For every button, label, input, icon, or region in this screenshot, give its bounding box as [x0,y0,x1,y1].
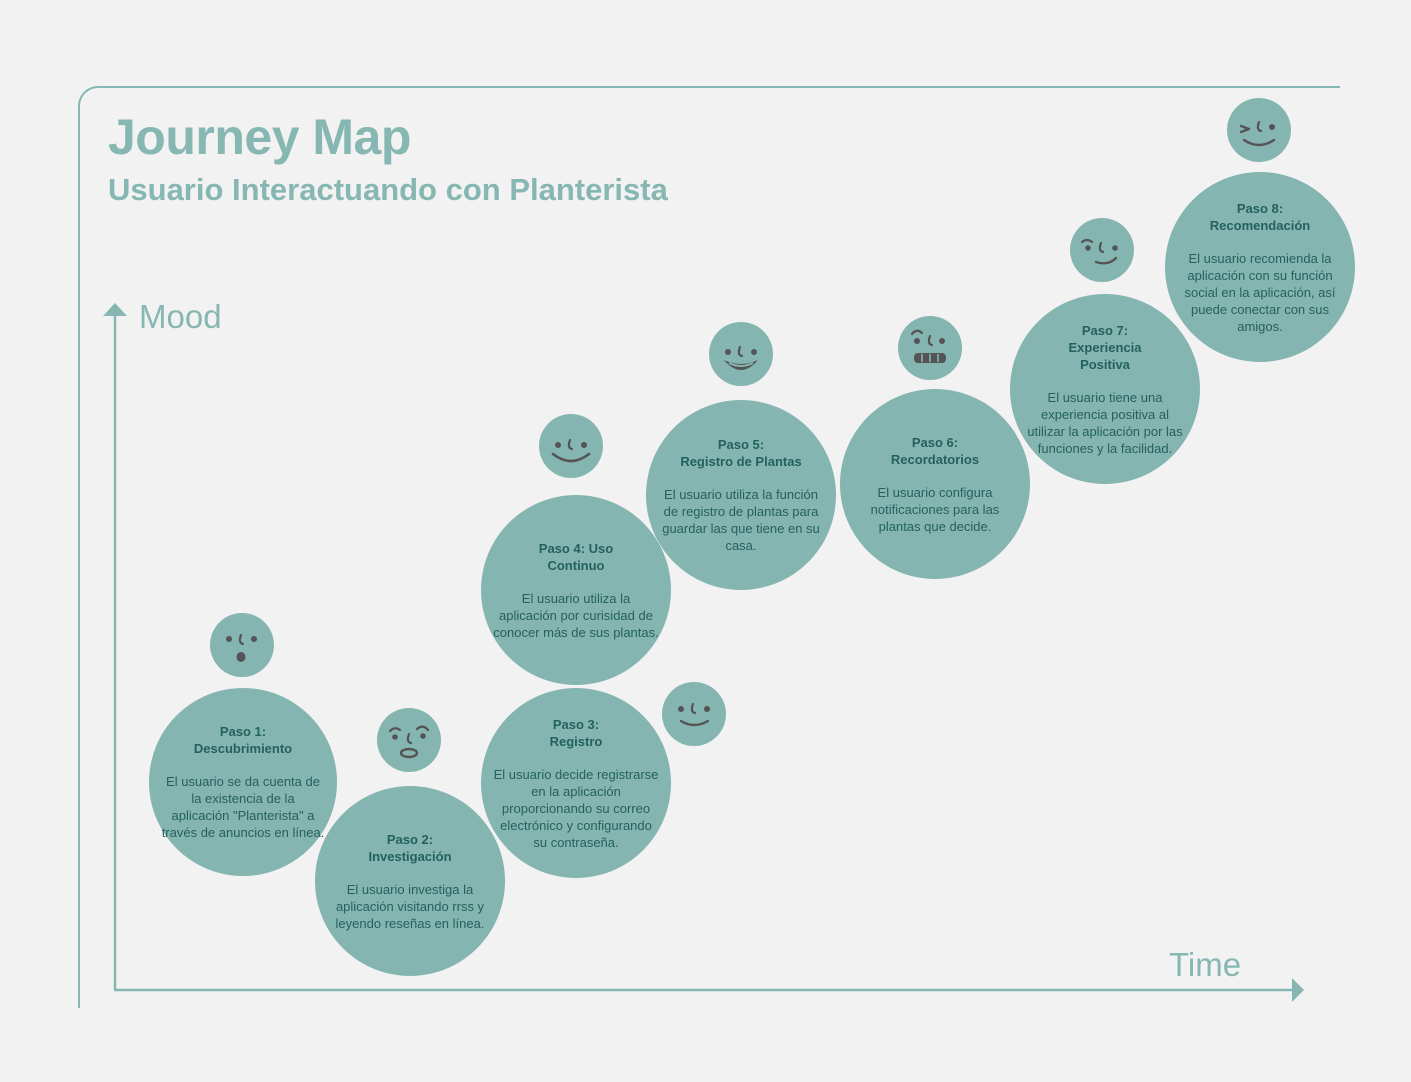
page-subtitle: Usuario Interactuando con Planterista [108,172,668,207]
content-face-icon [662,682,726,746]
frame-border [78,86,1340,1008]
winking-face-icon [1227,98,1291,162]
pleased-face-icon [1070,218,1134,282]
step-4-bubble: Paso 4: Uso Continuo El usuario utiliza … [481,495,671,685]
page-title: Journey Map [108,109,411,165]
step-2-description: El usuario investiga la aplicación visit… [335,881,485,931]
step-6-title: Paso 6: Recordatorios [890,434,980,467]
step-7-bubble: Paso 7: Experiencia Positiva El usuario … [1010,294,1200,484]
step-4-description: El usuario utiliza la aplicación por cur… [493,590,659,640]
x-axis-label: Time [1169,946,1242,983]
happy-face-icon [539,414,603,478]
step-7-title: Paso 7: Experiencia Positiva [1068,322,1142,372]
step-5-title: Paso 5: Registro de Plantas [680,437,802,469]
grinning-face-icon [709,322,773,386]
doubtful-face-icon [377,708,441,772]
surprised-face-icon [210,613,274,677]
step-6-bubble: Paso 6: Recordatorios El usuario configu… [840,389,1030,579]
step-4-title: Paso 4: Uso Continuo [538,540,614,573]
step-7-description: El usuario tiene una experiencia positiv… [1027,389,1183,456]
step-8-title: Paso 8: Recomendación [1209,200,1311,233]
step-5-bubble: Paso 5: Registro de Plantas El usuario u… [646,400,836,590]
step-2-title: Paso 2: Investigación [368,831,452,864]
step-1-title: Paso 1: Descubrimiento [193,724,293,756]
grimacing-face-icon [898,316,962,380]
x-axis-arrow-icon [1292,978,1304,1002]
step-1-description: El usuario se da cuenta de la existencia… [161,774,325,840]
step-3-title: Paso 3: Registro [549,716,603,749]
step-8-description: El usuario recomienda la aplicación con … [1184,250,1336,334]
y-axis-label: Mood [139,298,222,335]
step-6-description: El usuario configura notificaciones para… [870,484,1000,534]
step-5-description: El usuario utiliza la función de registr… [662,487,820,553]
step-3-bubble: Paso 3: Registro El usuario decide regis… [481,688,671,878]
step-2-bubble: Paso 2: Investigación El usuario investi… [315,786,505,976]
y-axis-arrow-icon [103,303,127,316]
step-1-bubble: Paso 1: Descubrimiento El usuario se da … [149,688,337,876]
step-3-description: El usuario decide registrarse en la apli… [493,766,659,850]
step-8-bubble: Paso 8: Recomendación El usuario recomie… [1165,172,1355,362]
